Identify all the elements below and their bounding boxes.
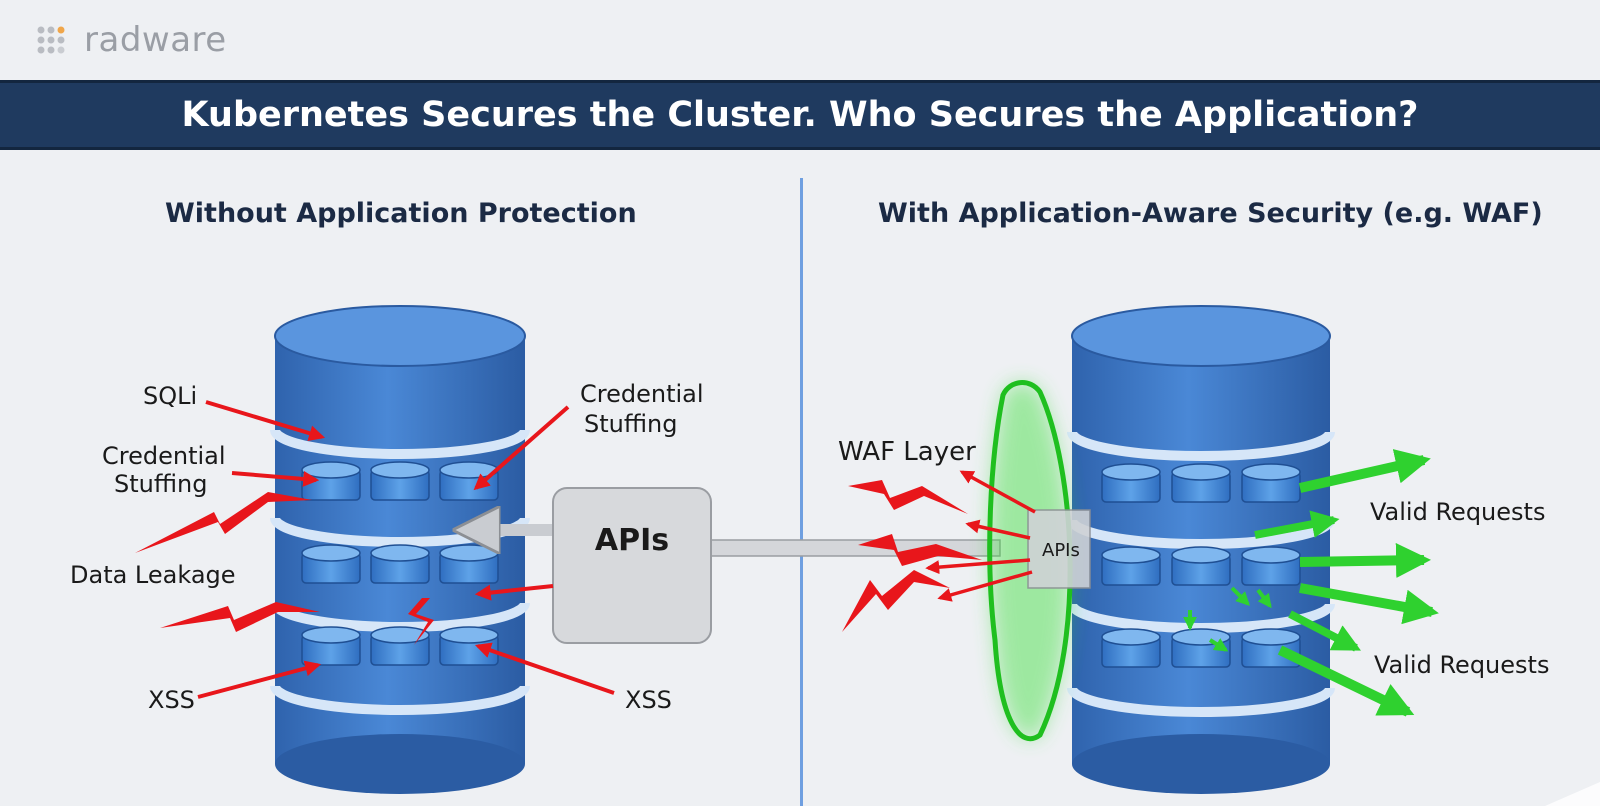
apis-label-right: APIs (1042, 540, 1080, 561)
lightning-bolt-icon (858, 534, 982, 566)
credential-stuffing-label-right-line1: Credential (580, 380, 704, 408)
apis-box-right: APIs (1027, 509, 1091, 589)
threat-arrow (474, 584, 554, 601)
waf-layer-label: WAF Layer (838, 437, 976, 467)
threat-arrow (197, 660, 322, 699)
data-leakage-label: Data Leakage (70, 561, 236, 589)
disk-icon (370, 461, 430, 501)
disk-icon (439, 461, 499, 501)
threat-arrow (959, 470, 1036, 514)
disk-icon (439, 544, 499, 584)
logo-text: radware (84, 20, 227, 60)
lightning-bolt-icon (408, 598, 434, 645)
disk-icon (1101, 546, 1161, 586)
valid-arrow (1299, 542, 1431, 578)
threat-arrow (925, 558, 1031, 575)
panel-divider (800, 178, 803, 806)
threat-bolts-right (842, 480, 982, 632)
valid-requests-label-1: Valid Requests (1370, 498, 1545, 526)
logo-dots-icon (37, 26, 65, 54)
valid-request-arrows (1183, 449, 1439, 717)
threat-arrow (965, 519, 1031, 540)
disk-icon (370, 544, 430, 584)
valid-arrow (1288, 610, 1361, 652)
disk-icon (370, 626, 430, 666)
disk-icon (1171, 463, 1231, 503)
apis-label-left: APIs (595, 523, 669, 558)
valid-arrow (1254, 510, 1340, 539)
lightning-bolt-icon (842, 570, 950, 632)
corner-marker (1545, 782, 1600, 806)
lightning-bolt-icon (848, 480, 968, 514)
disk-icon (301, 626, 361, 666)
right-panel-title: With Application-Aware Security (e.g. WA… (878, 198, 1543, 229)
valid-arrow (1208, 638, 1229, 652)
threat-bolts-left (135, 492, 434, 645)
credential-stuffing-label-left-line1: Credential (102, 442, 226, 470)
right-disk-grid (1101, 463, 1301, 668)
disk-icon (1241, 463, 1301, 503)
xss-label-right: XSS (625, 686, 672, 714)
valid-arrow (1277, 645, 1415, 717)
valid-arrow (1298, 449, 1431, 493)
threat-arrow (205, 400, 326, 441)
left-panel-title: Without Application Protection (165, 198, 637, 229)
valid-requests-label-2: Valid Requests (1374, 651, 1549, 679)
xss-label-left: XSS (148, 686, 195, 714)
valid-arrow (1230, 586, 1250, 606)
left-disk-grid (301, 461, 499, 666)
valid-arrow (1256, 588, 1272, 609)
valid-arrow (1299, 583, 1439, 625)
title-banner: Kubernetes Secures the Cluster. Who Secu… (0, 80, 1600, 150)
threat-arrows-left (197, 400, 615, 699)
deflected-threats-right (925, 470, 1036, 602)
lightning-bolt-icon (135, 492, 312, 553)
threat-arrow (474, 642, 615, 695)
disk-icon (439, 626, 499, 666)
disk-icon (1101, 628, 1161, 668)
disk-icon (1241, 546, 1301, 586)
credential-stuffing-label-left-line2: Stuffing (114, 470, 208, 498)
threat-arrow (231, 470, 320, 487)
page-title: Kubernetes Secures the Cluster. Who Secu… (181, 95, 1419, 135)
sqli-label: SQLi (143, 382, 197, 410)
logo: radware (36, 18, 227, 62)
threat-arrow (937, 570, 1033, 602)
lightning-bolt-icon (160, 602, 320, 632)
disk-icon (1241, 628, 1301, 668)
credential-stuffing-label-right-line2: Stuffing (584, 410, 678, 438)
disk-icon (301, 544, 361, 584)
disk-icon (1101, 463, 1161, 503)
threat-arrow (473, 405, 570, 491)
disk-icon (1171, 546, 1231, 586)
apis-box-left: APIs (552, 487, 712, 644)
